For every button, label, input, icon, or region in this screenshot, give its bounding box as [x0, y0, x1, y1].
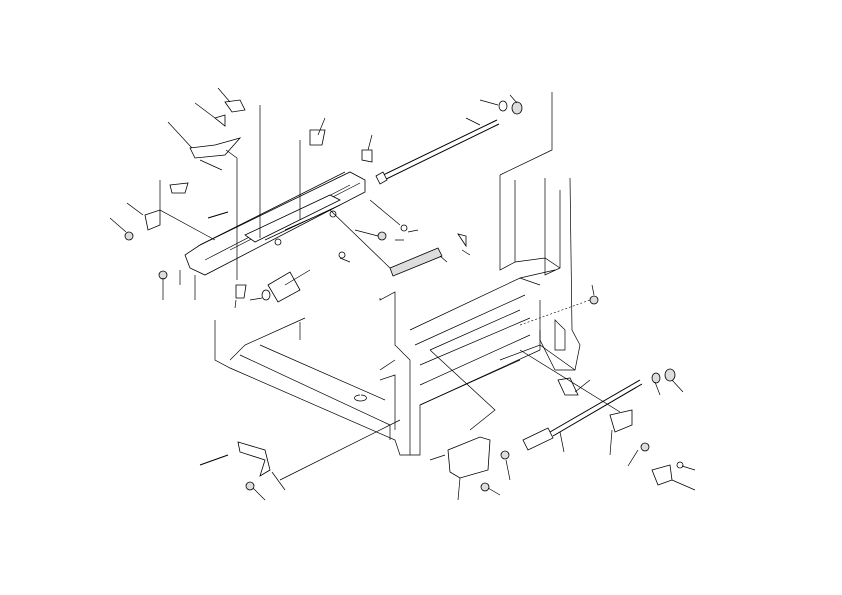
slide-rail-assembly [184, 171, 366, 276]
spiral-roller [389, 247, 443, 277]
feed-roller [261, 271, 301, 303]
small-parts [124, 99, 684, 492]
upper-gears [498, 100, 523, 115]
main-frame [379, 175, 581, 456]
lower-shaft [522, 368, 676, 451]
upper-shaft [375, 119, 500, 185]
leader-lines [109, 87, 696, 501]
lower-frame-tray [214, 317, 410, 456]
